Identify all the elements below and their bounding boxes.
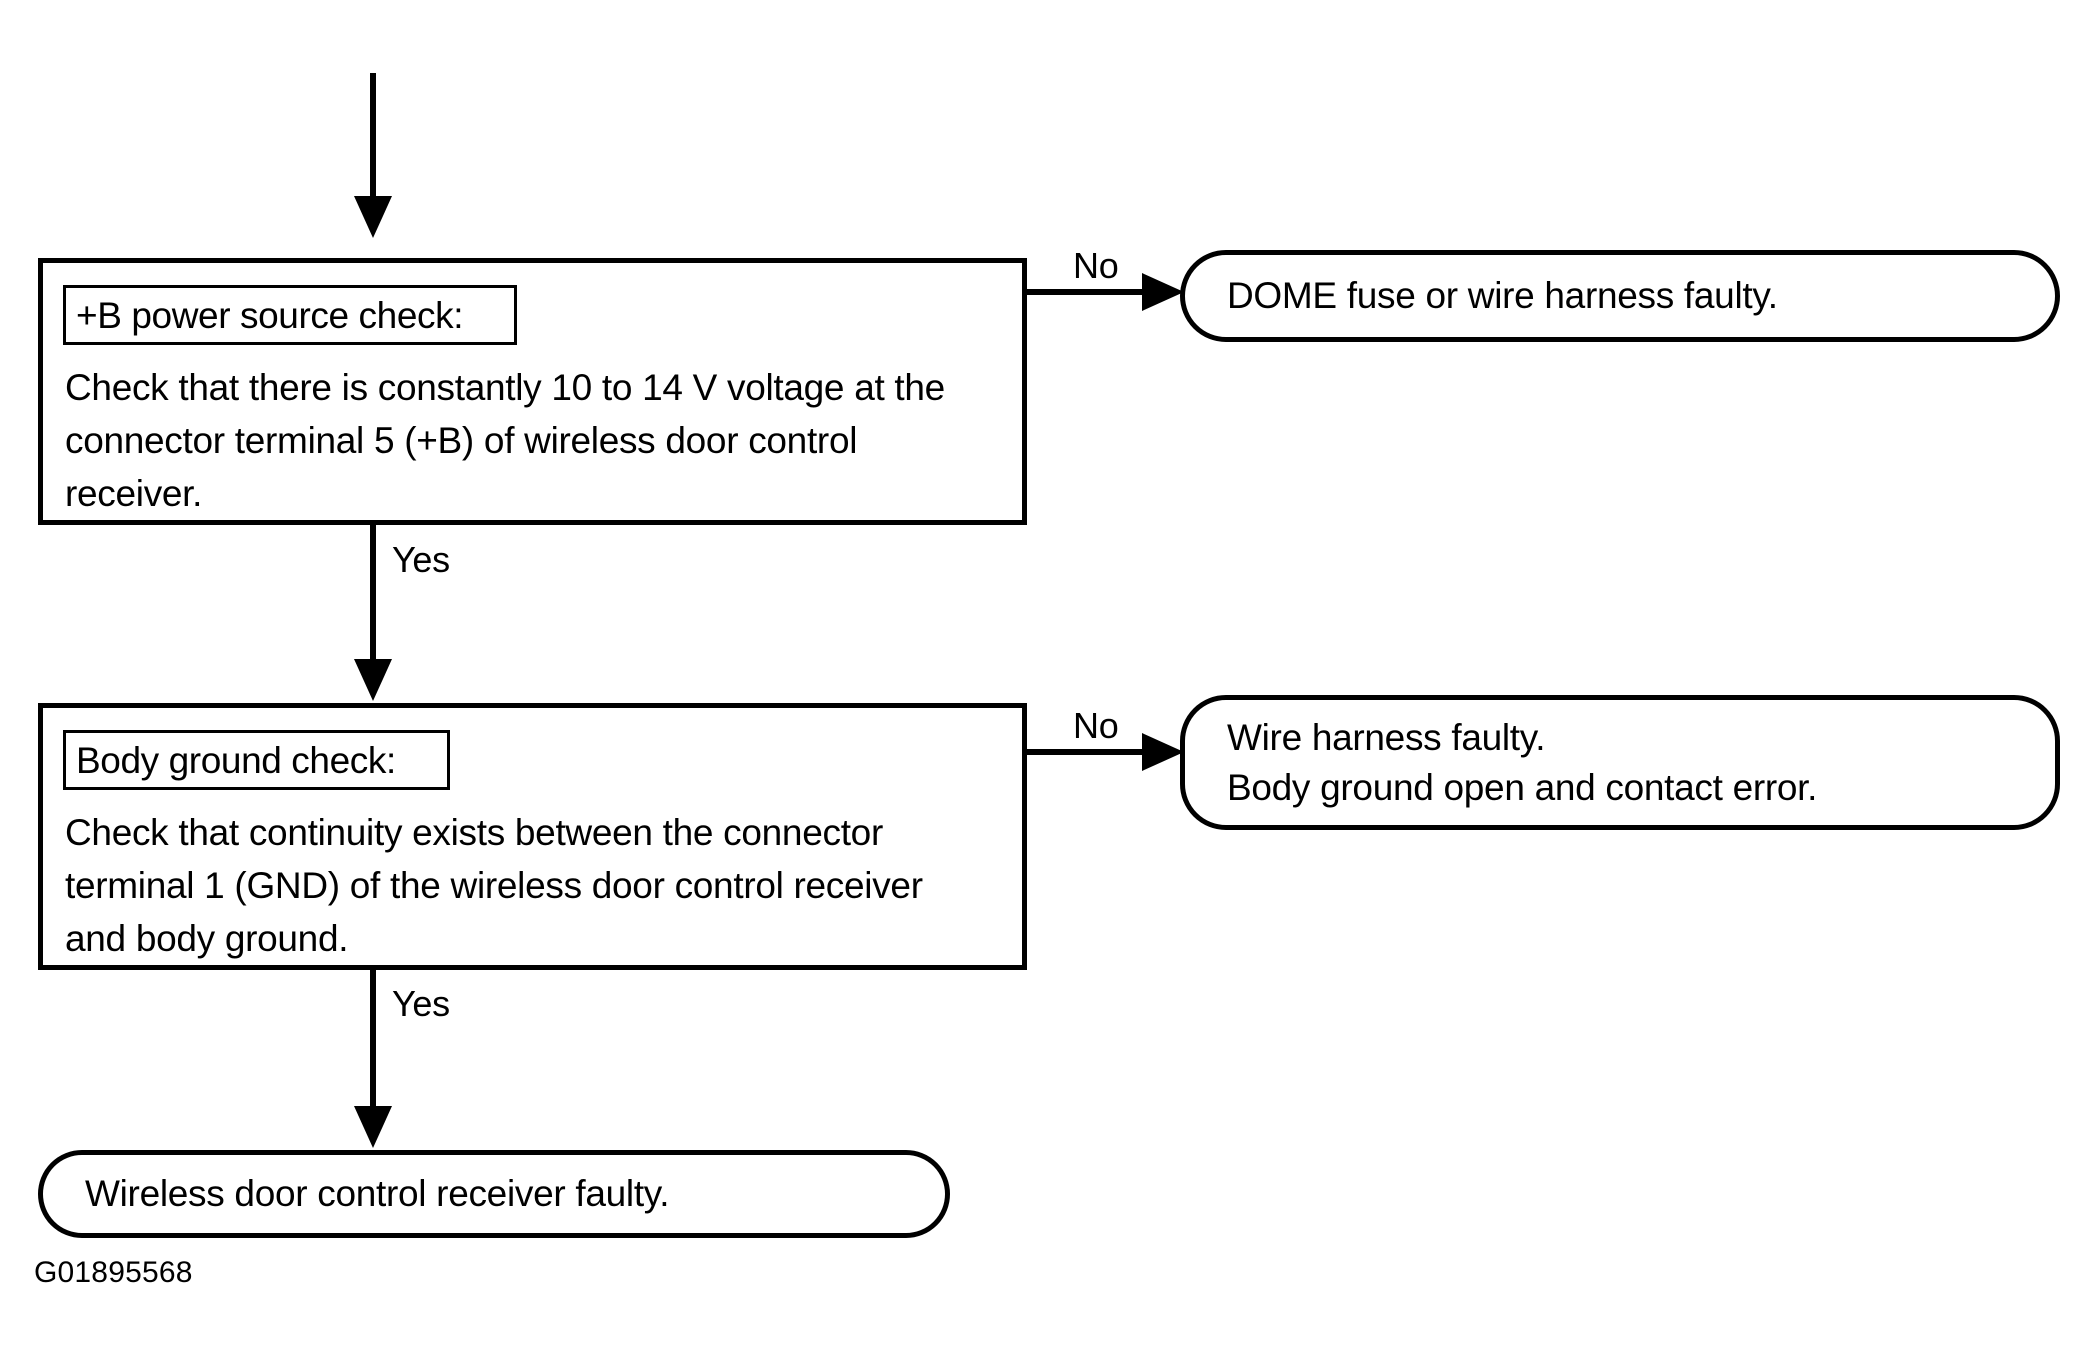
decision-title-box-body-ground-check: Body ground check: [63, 730, 450, 790]
result-box-receiver-faulty[interactable]: Wireless door control receiver faulty. [38, 1150, 950, 1238]
result-text-dome-fuse: DOME fuse or wire harness faulty. [1227, 275, 1778, 316]
ground-yes-connector-line [370, 970, 376, 1108]
decision-title-box-power-source-check: +B power source check: [63, 285, 517, 345]
decision-box-body-ground-check[interactable]: Body ground check: Check that continuity… [38, 703, 1027, 970]
edge-label-ground-yes: Yes [392, 983, 450, 1024]
result-text-wire-harness: Wire harness faulty. Body ground open an… [1227, 716, 1818, 808]
entry-connector-line [370, 73, 376, 198]
ground-no-arrow-head [1142, 733, 1184, 771]
ground-no-connector-line [1027, 749, 1152, 755]
entry-arrow-head [354, 196, 392, 238]
figure-id-label: G01895568 [34, 1256, 193, 1289]
power-yes-arrow-head [354, 659, 392, 701]
decision-title-power-source-check: +B power source check: [76, 294, 464, 336]
decision-body-power-source-check: Check that there is constantly 10 to 14 … [65, 367, 945, 514]
edge-label-ground-no: No [1073, 705, 1119, 746]
power-yes-connector-line [370, 525, 376, 661]
edge-label-power-no: No [1073, 245, 1119, 286]
decision-body-body-ground-check: Check that continuity exists between the… [65, 812, 923, 959]
decision-box-power-source-check[interactable]: +B power source check: Check that there … [38, 258, 1027, 525]
power-no-arrow-head [1142, 273, 1184, 311]
edge-label-power-yes: Yes [392, 539, 450, 580]
result-box-dome-fuse[interactable]: DOME fuse or wire harness faulty. [1180, 250, 2060, 342]
result-text-receiver-faulty: Wireless door control receiver faulty. [85, 1173, 670, 1214]
power-no-connector-line [1027, 289, 1152, 295]
decision-title-body-ground-check: Body ground check: [76, 739, 396, 781]
result-box-wire-harness[interactable]: Wire harness faulty. Body ground open an… [1180, 695, 2060, 830]
ground-yes-arrow-head [354, 1106, 392, 1148]
